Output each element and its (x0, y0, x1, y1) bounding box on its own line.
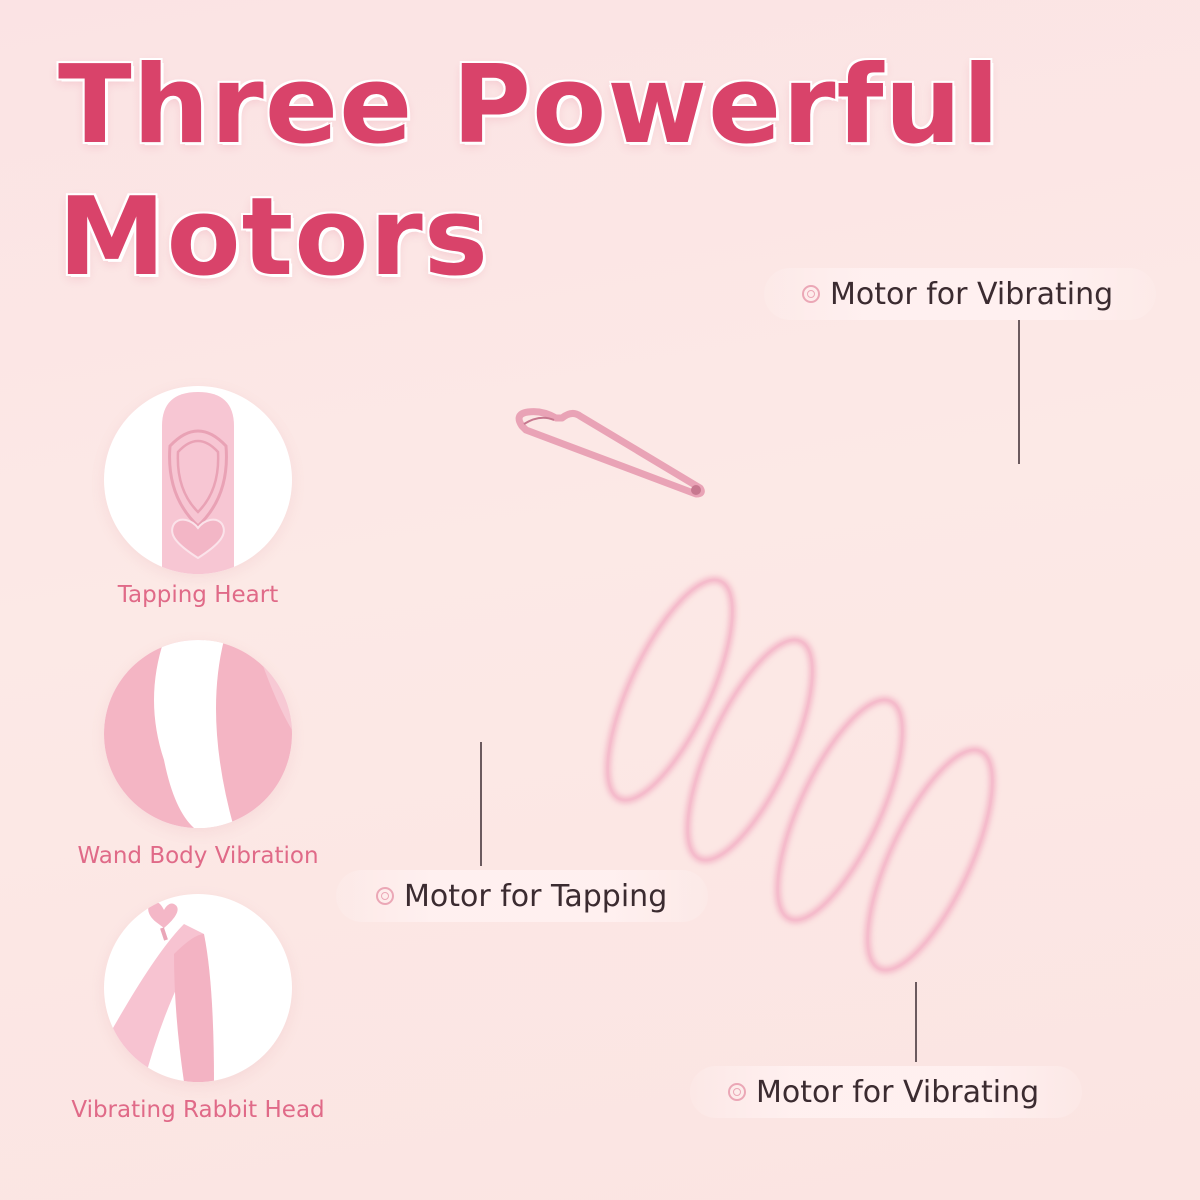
tapping-motor-heart-icon (515, 408, 705, 498)
leader-line-tapping (480, 742, 482, 866)
rabbit-head-illustration (104, 901, 214, 1082)
target-ring-icon (728, 1083, 746, 1101)
callout-vibrating-bottom: Motor for Vibrating (690, 1066, 1082, 1118)
title-line-1: Three Powerful (58, 43, 1001, 168)
leader-line-bottom (915, 982, 917, 1062)
callout-tapping: Motor for Tapping (336, 870, 708, 922)
callout-label: Motor for Vibrating (830, 276, 1114, 312)
target-ring-icon (376, 887, 394, 905)
vibrating-coil-illustration (604, 576, 996, 974)
tapping-heart-image (104, 386, 292, 574)
callout-label: Motor for Vibrating (756, 1074, 1040, 1110)
page-title: Three Powerful Motors (58, 40, 1000, 304)
rabbit-head-image (104, 894, 292, 1082)
tapping-heart-illustration (162, 392, 234, 574)
leader-line-top (1018, 320, 1020, 464)
feature-label-tapping-heart: Tapping Heart (117, 582, 279, 608)
title-line-2: Motors (58, 175, 490, 300)
feature-label-wand-body: Wand Body Vibration (77, 843, 319, 869)
wand-body-illustration (104, 640, 292, 828)
feature-label-rabbit-head: Vibrating Rabbit Head (71, 1097, 325, 1123)
callout-vibrating-top: Motor for Vibrating (764, 268, 1156, 320)
target-ring-icon (802, 285, 820, 303)
callout-label: Motor for Tapping (404, 878, 668, 914)
wand-body-image (104, 640, 292, 828)
